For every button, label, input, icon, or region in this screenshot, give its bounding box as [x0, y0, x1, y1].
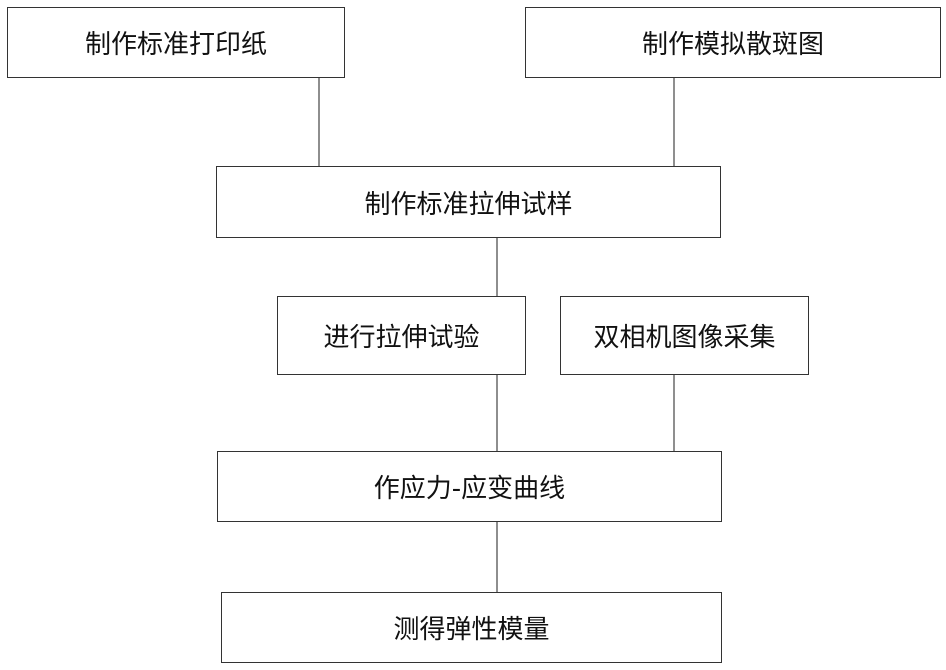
node-label: 测得弹性模量 — [393, 609, 549, 646]
node-make-speckle-pattern: 制作模拟散斑图 — [525, 7, 941, 78]
node-make-tensile-specimen: 制作标准拉伸试样 — [216, 166, 721, 238]
node-label: 制作模拟散斑图 — [642, 24, 824, 61]
node-label: 双相机图像采集 — [593, 317, 775, 354]
node-label: 作应力-应变曲线 — [374, 468, 565, 505]
node-make-standard-paper: 制作标准打印纸 — [7, 7, 345, 78]
node-label: 制作标准拉伸试样 — [364, 184, 572, 221]
node-elastic-modulus: 测得弹性模量 — [221, 592, 722, 663]
node-tensile-test: 进行拉伸试验 — [277, 296, 526, 375]
node-label: 进行拉伸试验 — [323, 317, 479, 354]
node-stress-strain-curve: 作应力-应变曲线 — [217, 451, 722, 522]
node-label: 制作标准打印纸 — [85, 24, 267, 61]
node-dual-camera-capture: 双相机图像采集 — [560, 296, 809, 375]
